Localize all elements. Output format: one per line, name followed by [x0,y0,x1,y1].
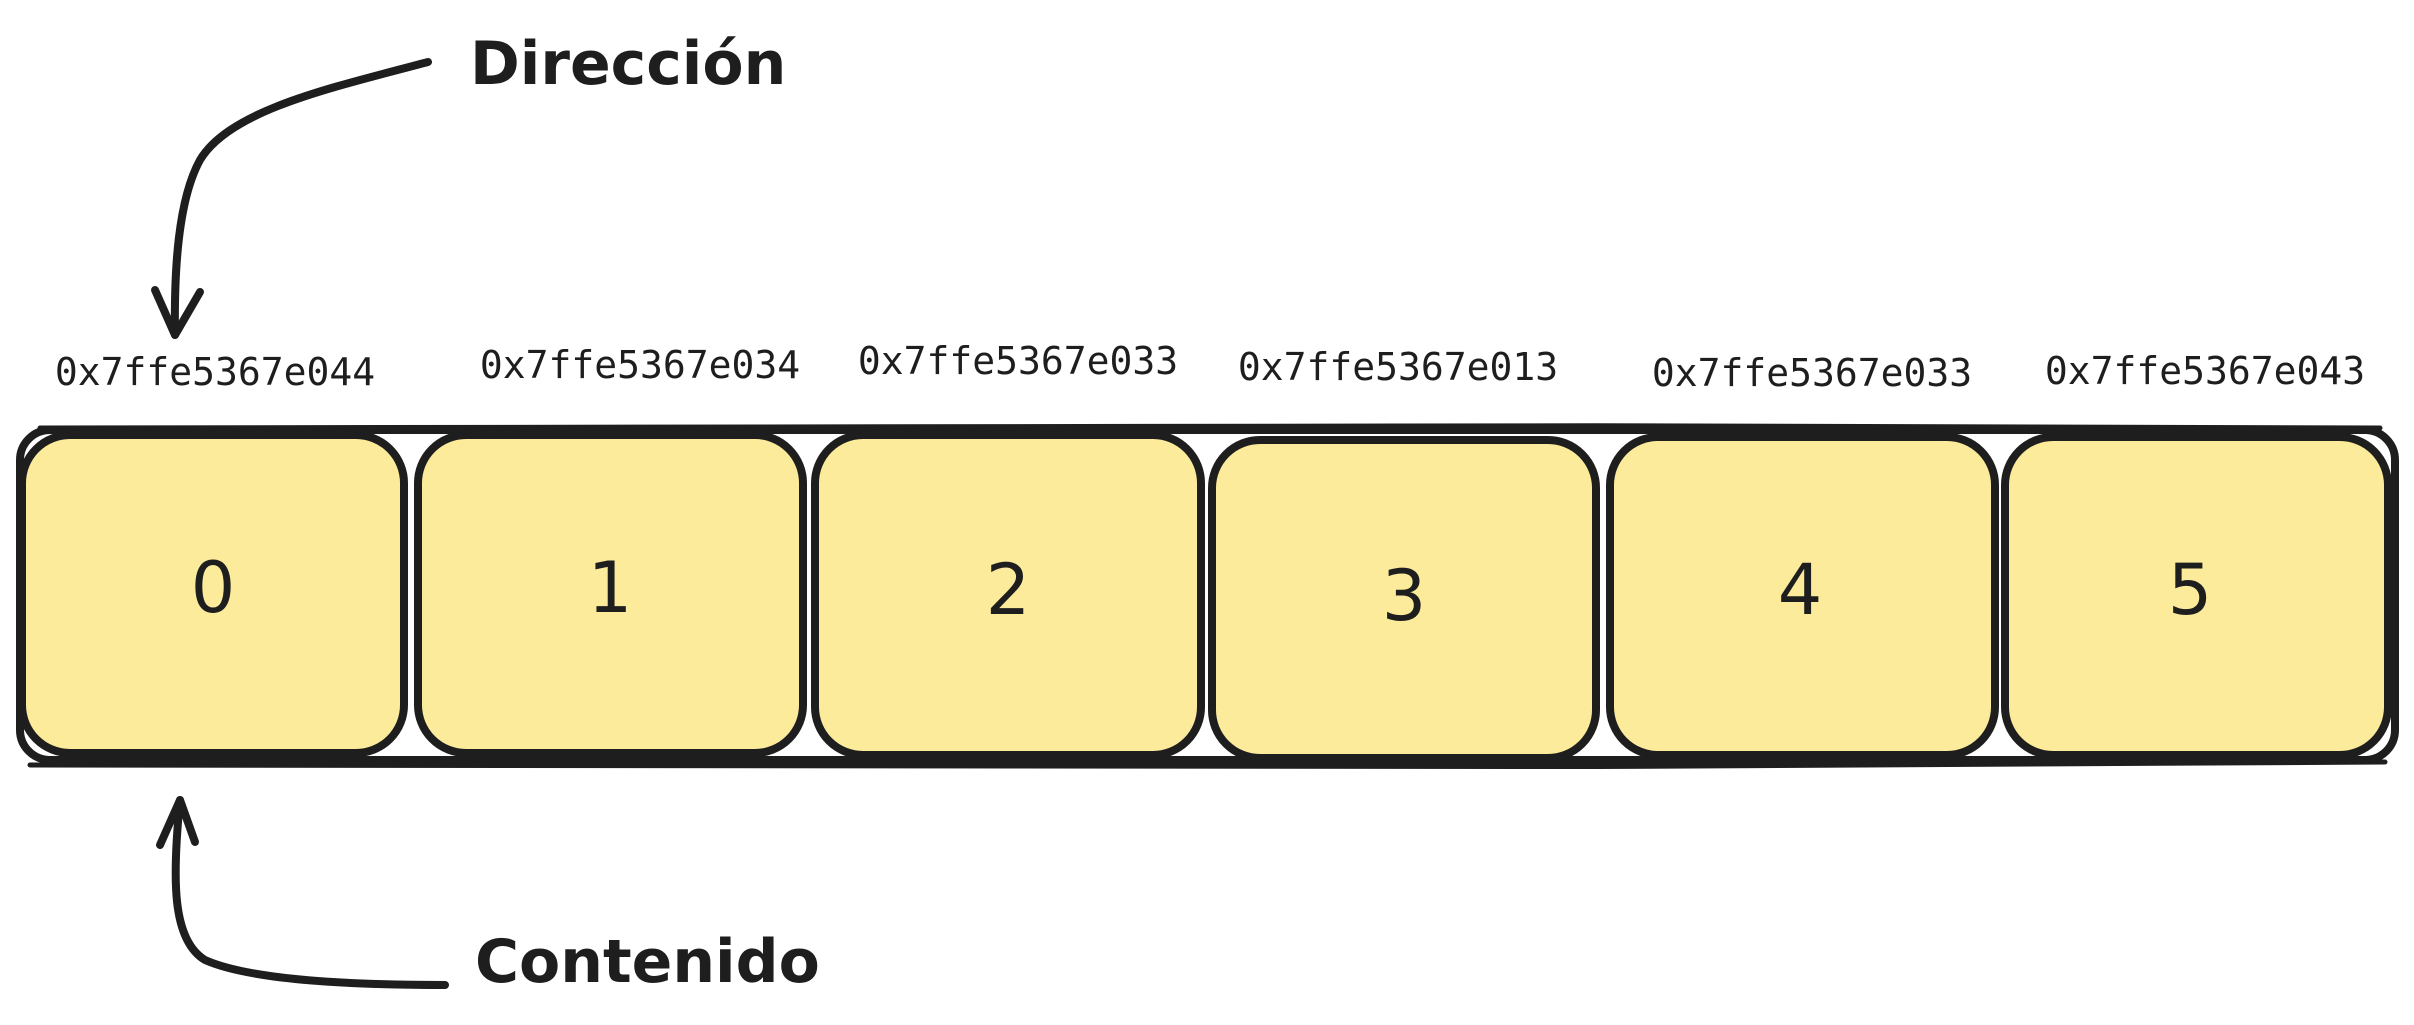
cell-value: 5 [2168,549,2213,631]
address-label: Dirección [470,29,786,99]
address-labels: 0x7ffe5367e044 0x7ffe5367e034 0x7ffe5367… [55,339,2365,395]
memory-cell [2001,433,2392,759]
cell-address: 0x7ffe5367e043 [2045,349,2365,393]
memory-cell [1208,436,1600,762]
memory-cell [414,431,807,757]
cell-value: 1 [588,547,633,629]
array-cells [18,431,2392,762]
cell-value: 2 [986,549,1031,631]
memory-cell [18,431,408,757]
cell-address: 0x7ffe5367e033 [858,339,1178,383]
cell-value: 4 [1778,549,1823,631]
cell-address: 0x7ffe5367e033 [1652,351,1972,395]
cell-value: 3 [1382,555,1427,637]
cell-address: 0x7ffe5367e034 [480,343,800,387]
cell-address: 0x7ffe5367e044 [55,350,375,394]
content-arrow [156,796,449,989]
memory-cell [811,431,1205,759]
memory-cell [1606,433,1999,759]
cell-address: 0x7ffe5367e013 [1238,345,1558,389]
address-arrow [151,58,432,339]
cell-values: 0 1 2 3 4 5 [191,547,2213,637]
content-label: Contenido [475,927,820,997]
cell-value: 0 [191,547,236,629]
